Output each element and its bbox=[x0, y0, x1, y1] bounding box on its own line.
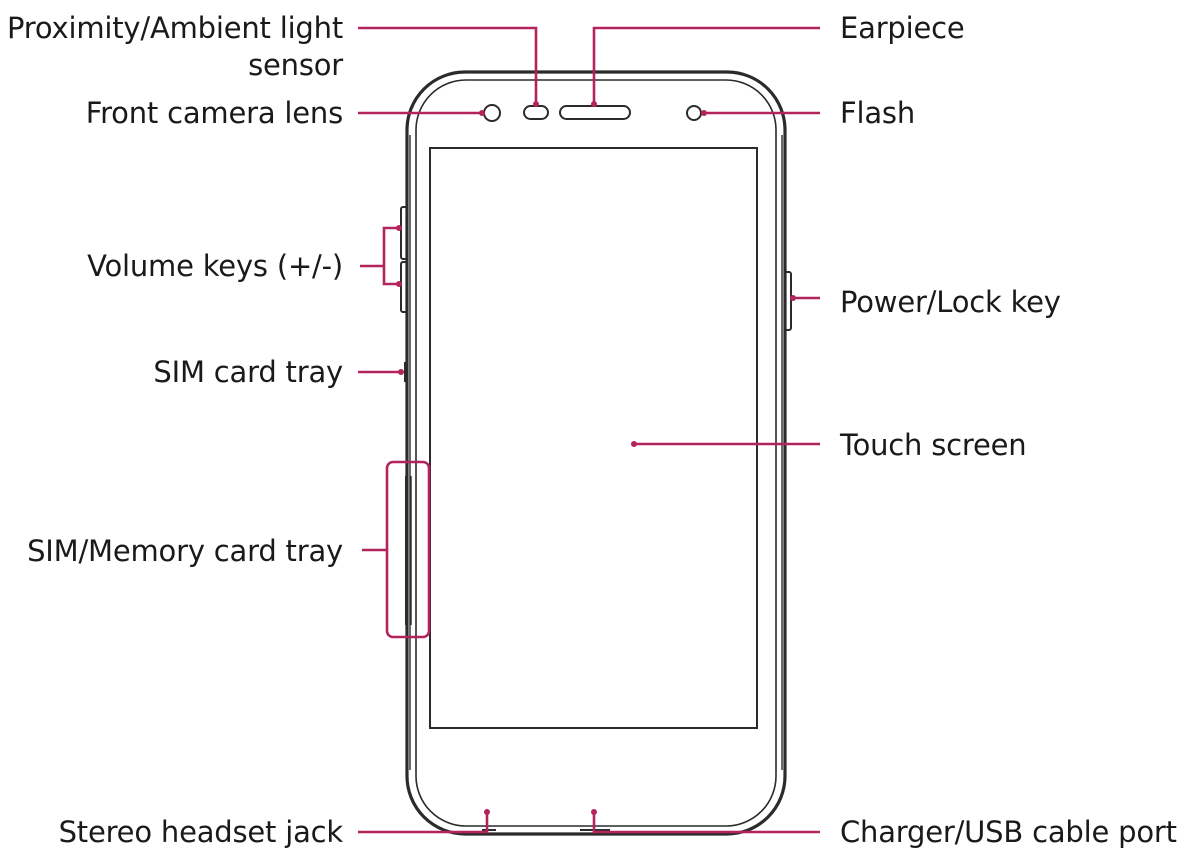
label-proximity-sensor-line2: sensor bbox=[248, 48, 343, 82]
sim-memory-tray bbox=[405, 476, 412, 625]
phone-body bbox=[405, 70, 787, 836]
label-volume-keys: Volume keys (+/-) bbox=[87, 249, 343, 283]
label-flash: Flash bbox=[840, 96, 915, 130]
proximity-sensor-icon bbox=[523, 105, 549, 120]
front-camera-icon bbox=[483, 104, 501, 122]
touch-screen-panel bbox=[429, 147, 758, 729]
flash-icon bbox=[686, 105, 702, 121]
volume-keys bbox=[400, 206, 408, 313]
label-sim-tray: SIM card tray bbox=[153, 355, 343, 389]
callouts bbox=[358, 26, 820, 834]
side-edges bbox=[409, 135, 783, 770]
label-charger-port: Charger/USB cable port bbox=[840, 815, 1177, 849]
label-proximity-sensor-line1: Proximity/Ambient light bbox=[7, 11, 343, 45]
label-sim-memory-tray: SIM/Memory card tray bbox=[27, 534, 343, 568]
label-front-camera: Front camera lens bbox=[85, 96, 343, 130]
label-earpiece: Earpiece bbox=[840, 11, 965, 45]
label-touch-screen: Touch screen bbox=[840, 428, 1027, 462]
earpiece-icon bbox=[559, 105, 631, 120]
label-power-key: Power/Lock key bbox=[840, 285, 1061, 319]
label-headset-jack: Stereo headset jack bbox=[58, 815, 344, 849]
power-key bbox=[784, 271, 792, 331]
